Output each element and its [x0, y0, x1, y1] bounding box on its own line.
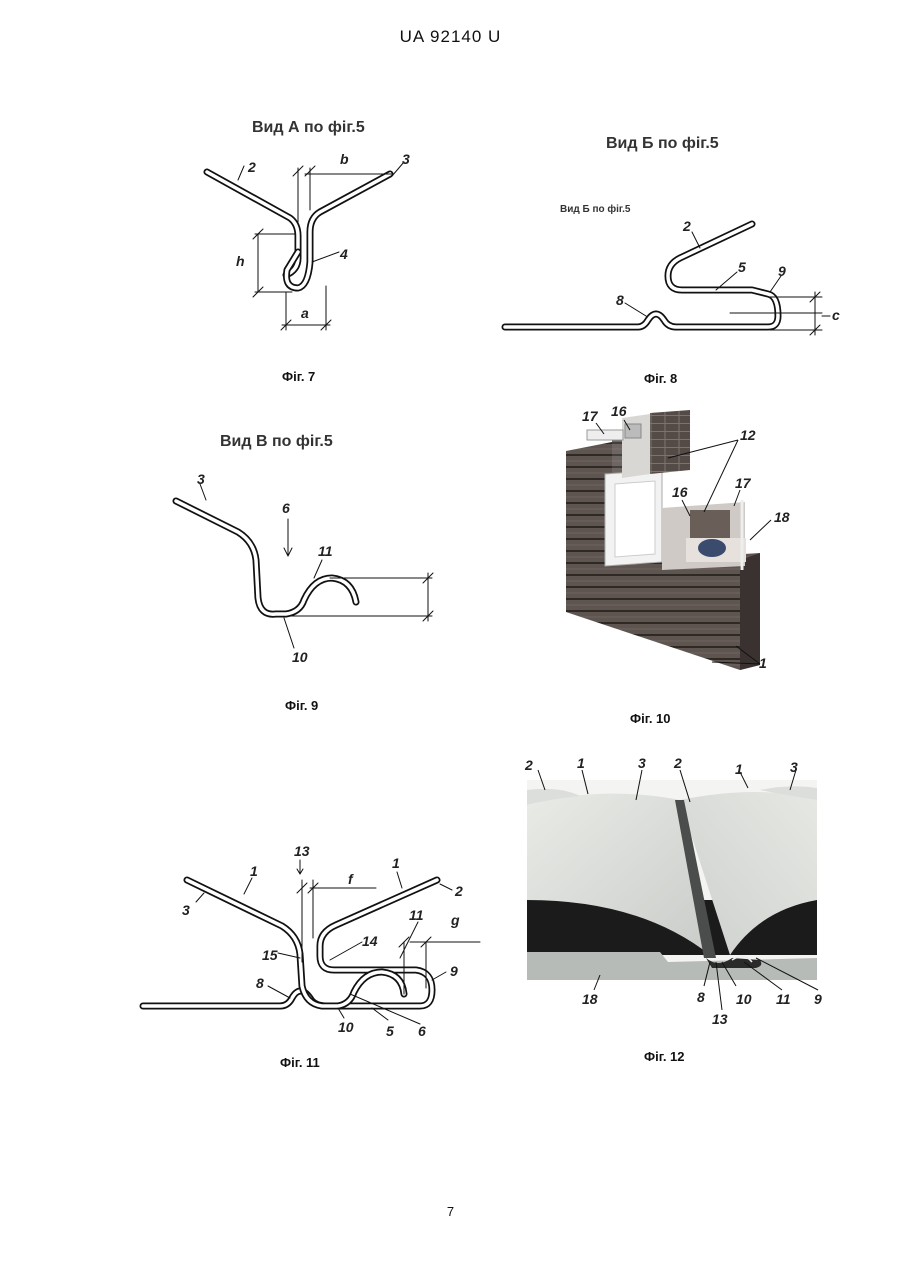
fig12-label-9: 9 [814, 991, 822, 1007]
fig12-label-2b: 2 [673, 755, 682, 771]
fig12-label-11: 11 [776, 991, 791, 1007]
roof-seam-illustration [527, 780, 817, 980]
fig12-label-3b: 3 [790, 759, 798, 775]
fig12-label-8: 8 [697, 989, 705, 1005]
fig12-caption: Фіг. 12 [644, 1050, 685, 1063]
fig12-label-18: 18 [582, 991, 598, 1007]
fig12-label-3a: 3 [638, 755, 646, 771]
page-number: 7 [0, 1205, 901, 1218]
fig12-label-1a: 1 [577, 755, 585, 771]
fig12-label-10: 10 [736, 991, 752, 1007]
fig12-label-13: 13 [712, 1011, 728, 1027]
fig12-label-2a: 2 [524, 757, 533, 773]
fig12-label-1b: 1 [735, 761, 743, 777]
